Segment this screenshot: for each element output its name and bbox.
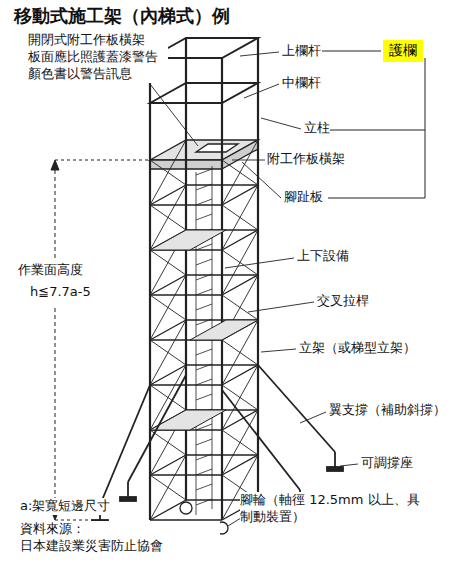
dimension-label: h≦7.7a-5	[30, 284, 91, 301]
group-label: 護欄	[389, 42, 423, 60]
bracket	[322, 51, 425, 198]
part-label: 翼支撐（補助斜撐）	[329, 402, 446, 419]
toe-board	[222, 140, 258, 169]
part-label: 附工作板橫架	[267, 151, 345, 168]
part-label: 上欄杆	[282, 43, 321, 60]
post	[150, 38, 258, 520]
title: 移動式施工架（內梯式）例	[14, 4, 230, 27]
hatch	[196, 144, 238, 152]
part-label: 交叉拉桿	[317, 293, 369, 310]
note: a:架寬短邊尺寸	[20, 498, 110, 515]
leader-line	[150, 52, 358, 526]
frame-members	[150, 140, 258, 520]
source-note: 資料來源： 日本建設業災害防止協會	[20, 521, 220, 555]
part-label: 中欄杆	[282, 75, 321, 92]
part-label: 立柱	[304, 120, 330, 137]
part-label: 腳趾板	[284, 189, 323, 206]
part-label: 立架（或梯型立架）	[299, 340, 416, 357]
dimension-line	[51, 160, 148, 520]
dimension-label: 作業面高度	[18, 262, 83, 279]
part-label: 腳輪（軸徑 12.5mm 以上、具 制動裝置）	[240, 492, 450, 526]
highlight-box: 護欄	[383, 40, 423, 62]
part-label: 可調撐座	[361, 455, 413, 472]
note: 開閉式附工作板橫架 板面應比照護蓋漆警告 顏色書以警告訊息	[28, 32, 168, 83]
part-label: 上下設備	[297, 248, 349, 265]
